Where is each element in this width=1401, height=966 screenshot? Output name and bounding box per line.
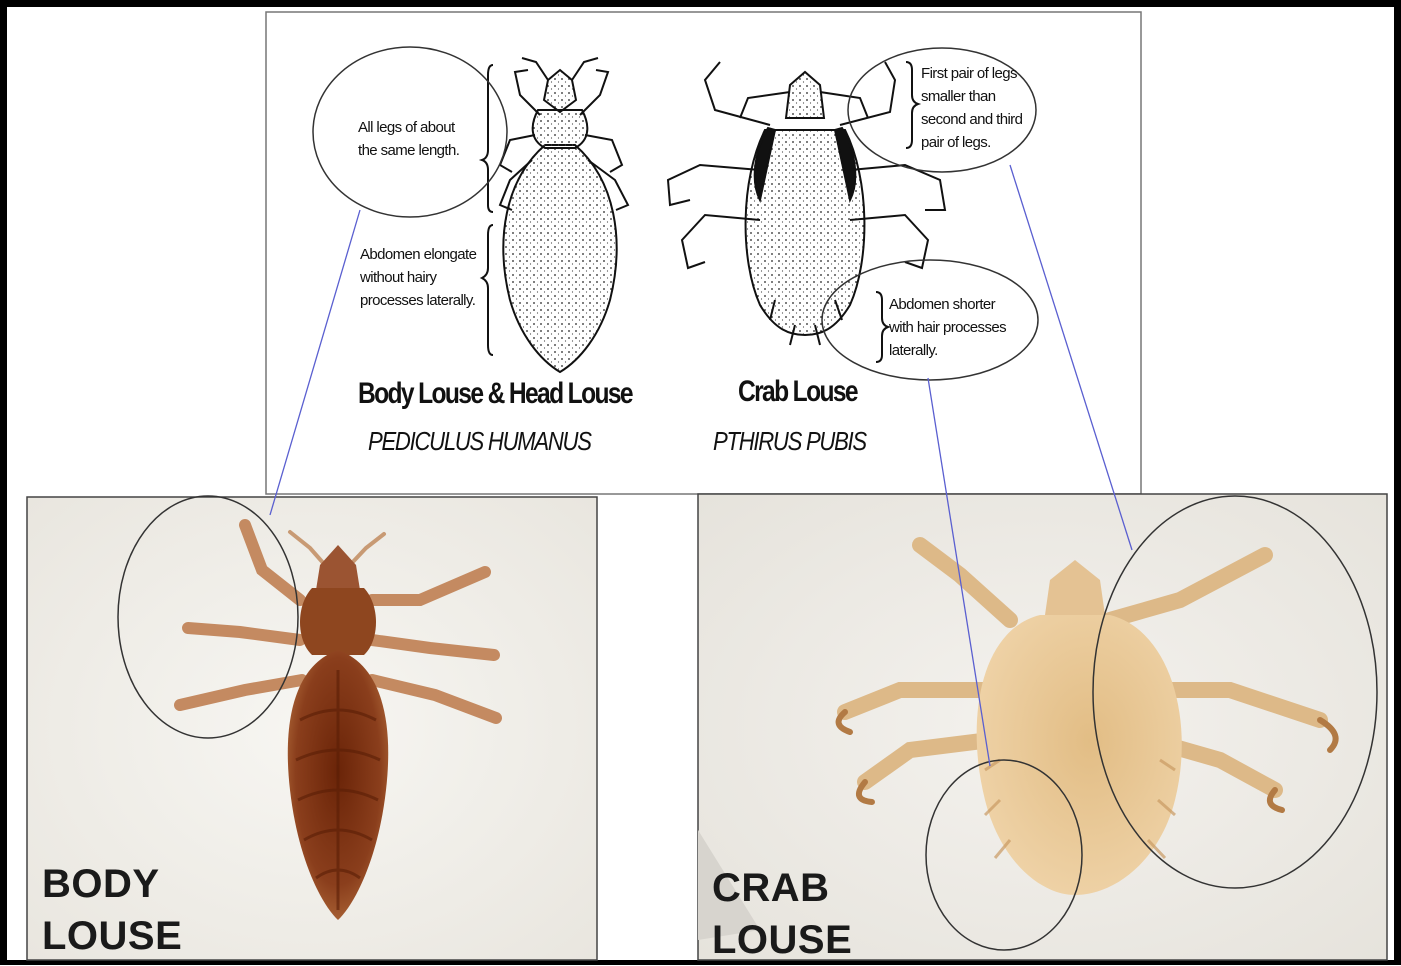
crab-louse-photo-label: CRAB LOUSE	[712, 862, 852, 966]
crab-louse-species: PTHIRUS PUBIS	[713, 426, 866, 457]
note-crab-abdomen: Abdomen shorter with hair processes late…	[889, 293, 1006, 362]
body-louse-species: PEDICULUS HUMANUS	[368, 426, 591, 457]
note-body-abdomen: Abdomen elongate without hairy processes…	[360, 243, 476, 312]
note-body-legs: All legs of about the same length.	[358, 116, 459, 162]
body-louse-group-name: Body Louse & Head Louse	[358, 377, 632, 411]
crab-louse-group-name: Crab Louse	[738, 375, 857, 409]
body-louse-photo-label: BODY LOUSE	[42, 858, 182, 962]
note-crab-legs: First pair of legs smaller than second a…	[921, 62, 1022, 154]
